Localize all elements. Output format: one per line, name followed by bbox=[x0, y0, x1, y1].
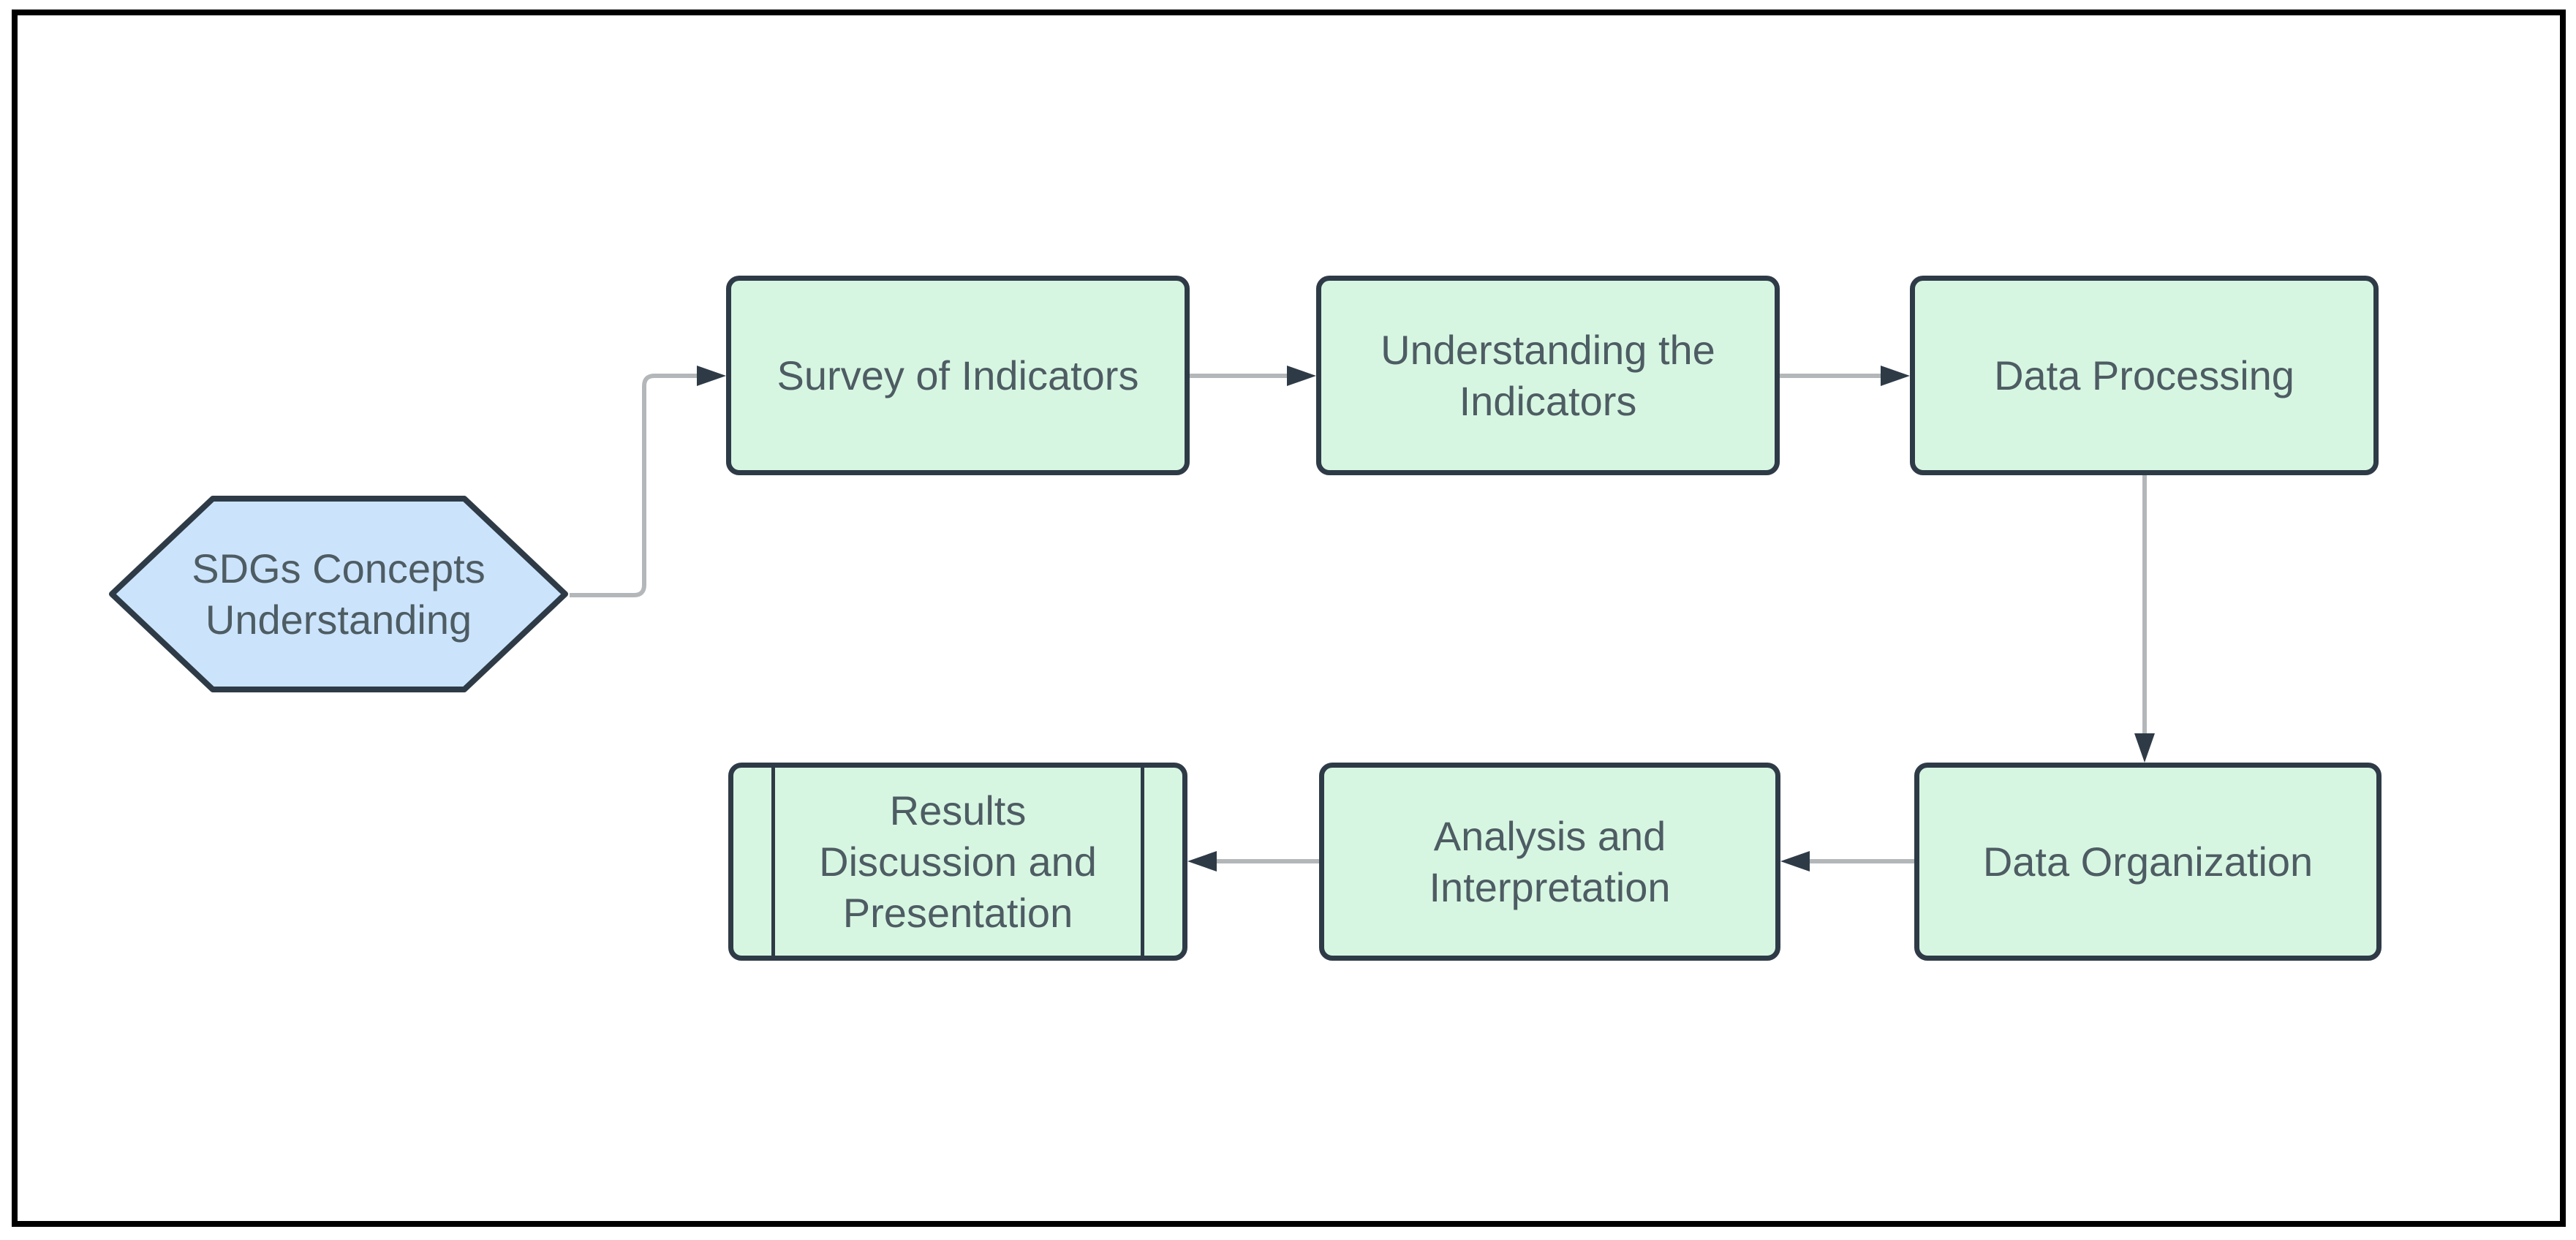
edge-analysis-to-results bbox=[1187, 851, 1319, 872]
arrowhead-right-icon bbox=[697, 366, 726, 386]
node-label: Analysis and Interpretation bbox=[1429, 812, 1671, 910]
arrowhead-right-icon bbox=[1881, 366, 1910, 386]
node-survey-of-indicators: Survey of Indicators bbox=[726, 276, 1190, 475]
node-sdgs-concepts-understanding: SDGs Concepts Understanding bbox=[107, 495, 570, 693]
edge-line bbox=[570, 374, 698, 597]
arrowhead-down-icon bbox=[2134, 733, 2155, 763]
node-understanding-the-indicators: Understanding the Indicators bbox=[1316, 276, 1780, 475]
arrowhead-left-icon bbox=[1187, 851, 1217, 872]
hexagon-shape bbox=[109, 496, 568, 692]
node-label: SDGs Concepts Understanding bbox=[192, 545, 486, 643]
arrowhead-right-icon bbox=[1287, 366, 1316, 386]
node-label: Results Discussion and Presentation bbox=[819, 787, 1097, 936]
node-label: Data Organization bbox=[1982, 838, 2314, 885]
edge-organization-to-analysis bbox=[1780, 851, 1914, 872]
predefined-process-right-bar bbox=[1141, 768, 1144, 956]
edge-sdgs-to-survey bbox=[570, 366, 726, 597]
node-data-processing: Data Processing bbox=[1910, 276, 2379, 475]
node-analysis-and-interpretation: Analysis and Interpretation bbox=[1319, 763, 1780, 961]
node-label: Survey of Indicators bbox=[777, 352, 1139, 398]
node-results-discussion-and-presentation: Results Discussion and Presentation bbox=[728, 763, 1187, 961]
edge-survey-to-understanding bbox=[1190, 366, 1316, 386]
arrowhead-left-icon bbox=[1780, 851, 1810, 872]
edge-processing-to-organization bbox=[2134, 475, 2155, 763]
predefined-process-left-bar bbox=[771, 768, 775, 956]
node-data-organization: Data Organization bbox=[1914, 763, 2382, 961]
node-label: Understanding the Indicators bbox=[1380, 326, 1715, 424]
node-label: Data Processing bbox=[1994, 352, 2294, 398]
edge-understanding-to-processing bbox=[1780, 366, 1910, 386]
